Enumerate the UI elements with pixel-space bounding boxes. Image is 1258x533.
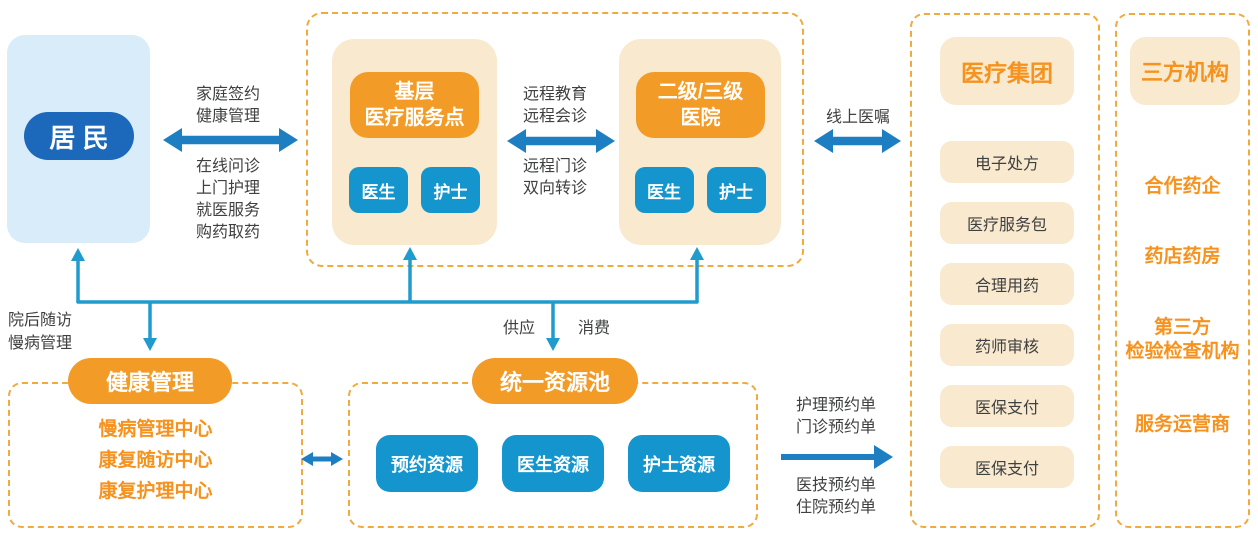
resource-chip: 预约资源 xyxy=(376,435,478,492)
label-line: 健康管理 xyxy=(195,108,260,125)
primary-care-title-line1: 基层 xyxy=(394,81,435,103)
label-remote-top: 远程教育 远程会诊 xyxy=(507,84,603,128)
third-party-title: 三方机构 xyxy=(1130,37,1240,105)
label-line: 在线问诊 xyxy=(195,158,260,175)
label-family-top: 家庭签约 健康管理 xyxy=(180,84,276,128)
primary-care-card: 基层 医疗服务点 医生 护士 xyxy=(332,39,497,245)
label-line: 住院预约单 xyxy=(795,499,876,516)
hospital-title-line2: 医院 xyxy=(680,107,721,129)
label-line: 上门护理 xyxy=(195,180,260,197)
label-line: 双向转诊 xyxy=(522,180,587,197)
primary-care-title-line2: 医疗服务点 xyxy=(364,107,465,129)
label-line: 院后随访 xyxy=(8,312,73,329)
label-online-order: 线上医嘱 xyxy=(825,109,890,126)
hospital-nurse-chip: 护士 xyxy=(706,167,766,213)
label-line: 慢病管理 xyxy=(8,335,73,352)
primary-nurse-chip: 护士 xyxy=(421,167,480,213)
medical-group-item: 医保支付 xyxy=(940,385,1074,427)
hospital-card: 二级/三级 医院 医生 护士 xyxy=(619,39,781,245)
health-mgmt-panel: 慢病管理中心 康复随访中心 康复护理中心 xyxy=(8,382,303,528)
primary-care-title: 基层 医疗服务点 xyxy=(350,72,479,138)
resource-pool-title: 统一资源池 xyxy=(472,358,638,404)
label-line: 护理预约单 xyxy=(795,397,876,414)
hospital-doctor-chip: 医生 xyxy=(634,167,694,213)
hospital-title: 二级/三级 医院 xyxy=(636,72,765,138)
health-mgmt-item: 康复随访中心 xyxy=(98,450,213,471)
resident-label: 居 民 xyxy=(24,112,134,160)
primary-doctor-chip: 医生 xyxy=(349,167,408,213)
health-mgmt-items: 慢病管理中心 康复随访中心 康复护理中心 xyxy=(10,414,301,507)
label-remote-bottom: 远程门诊 双向转诊 xyxy=(507,156,603,200)
medical-group-item: 医保支付 xyxy=(940,446,1074,488)
label-orders-top: 护理预约单 门诊预约单 xyxy=(778,395,894,439)
label-consume: 消费 xyxy=(577,320,610,337)
label-line: 远程门诊 xyxy=(522,158,587,175)
hospital-chips: 医生 护士 xyxy=(619,167,781,213)
label-family-bottom: 在线问诊 上门护理 就医服务 购药取药 xyxy=(180,156,276,244)
label-line: 就医服务 xyxy=(195,202,260,219)
third-party-item: 第三方 检验检查机构 xyxy=(1125,317,1240,362)
primary-care-chips: 医生 护士 xyxy=(332,167,497,213)
resource-pool-chips: 预约资源 医生资源 护士资源 xyxy=(350,435,756,492)
label-line: 医技预约单 xyxy=(795,477,876,494)
medical-group-item: 合理用药 xyxy=(940,263,1074,305)
medical-group-item: 电子处方 xyxy=(940,141,1074,183)
label-orders-bottom: 医技预约单 住院预约单 xyxy=(778,475,894,519)
label-line: 家庭签约 xyxy=(195,86,260,103)
resource-chip: 医生资源 xyxy=(502,435,604,492)
label-line: 远程教育 xyxy=(522,86,587,103)
resource-chip: 护士资源 xyxy=(628,435,730,492)
health-mgmt-item: 慢病管理中心 xyxy=(98,419,213,440)
resident-node: 居 民 xyxy=(7,35,150,243)
medical-network-group: 基层 医疗服务点 医生 护士 二级/三级 医院 医生 护士 xyxy=(306,12,804,267)
label-supply: 供应 xyxy=(502,320,535,337)
medical-group-item: 医疗服务包 xyxy=(940,202,1074,244)
medical-group-title: 医疗集团 xyxy=(940,37,1074,105)
third-party-item: 合作药企 xyxy=(1144,176,1221,197)
health-mgmt-title: 健康管理 xyxy=(68,358,232,404)
medical-group-item: 药师审核 xyxy=(940,324,1074,366)
third-party-panel: 三方机构 合作药企 药店药房 第三方 检验检查机构 服务运营商 xyxy=(1115,13,1250,528)
label-post-hospital: 院后随访 慢病管理 xyxy=(8,309,98,355)
label-line: 远程会诊 xyxy=(522,108,587,125)
hospital-title-line1: 二级/三级 xyxy=(657,81,744,103)
resource-pool-panel: 预约资源 医生资源 护士资源 xyxy=(348,382,758,528)
medical-group-panel: 医疗集团 电子处方 医疗服务包 合理用药 药师审核 医保支付 医保支付 xyxy=(910,13,1100,528)
label-line: 门诊预约单 xyxy=(795,419,876,436)
third-party-item: 服务运营商 xyxy=(1134,414,1230,435)
health-mgmt-item: 康复护理中心 xyxy=(98,481,213,502)
third-party-item: 药店药房 xyxy=(1144,246,1221,267)
label-line: 购药取药 xyxy=(195,224,260,241)
